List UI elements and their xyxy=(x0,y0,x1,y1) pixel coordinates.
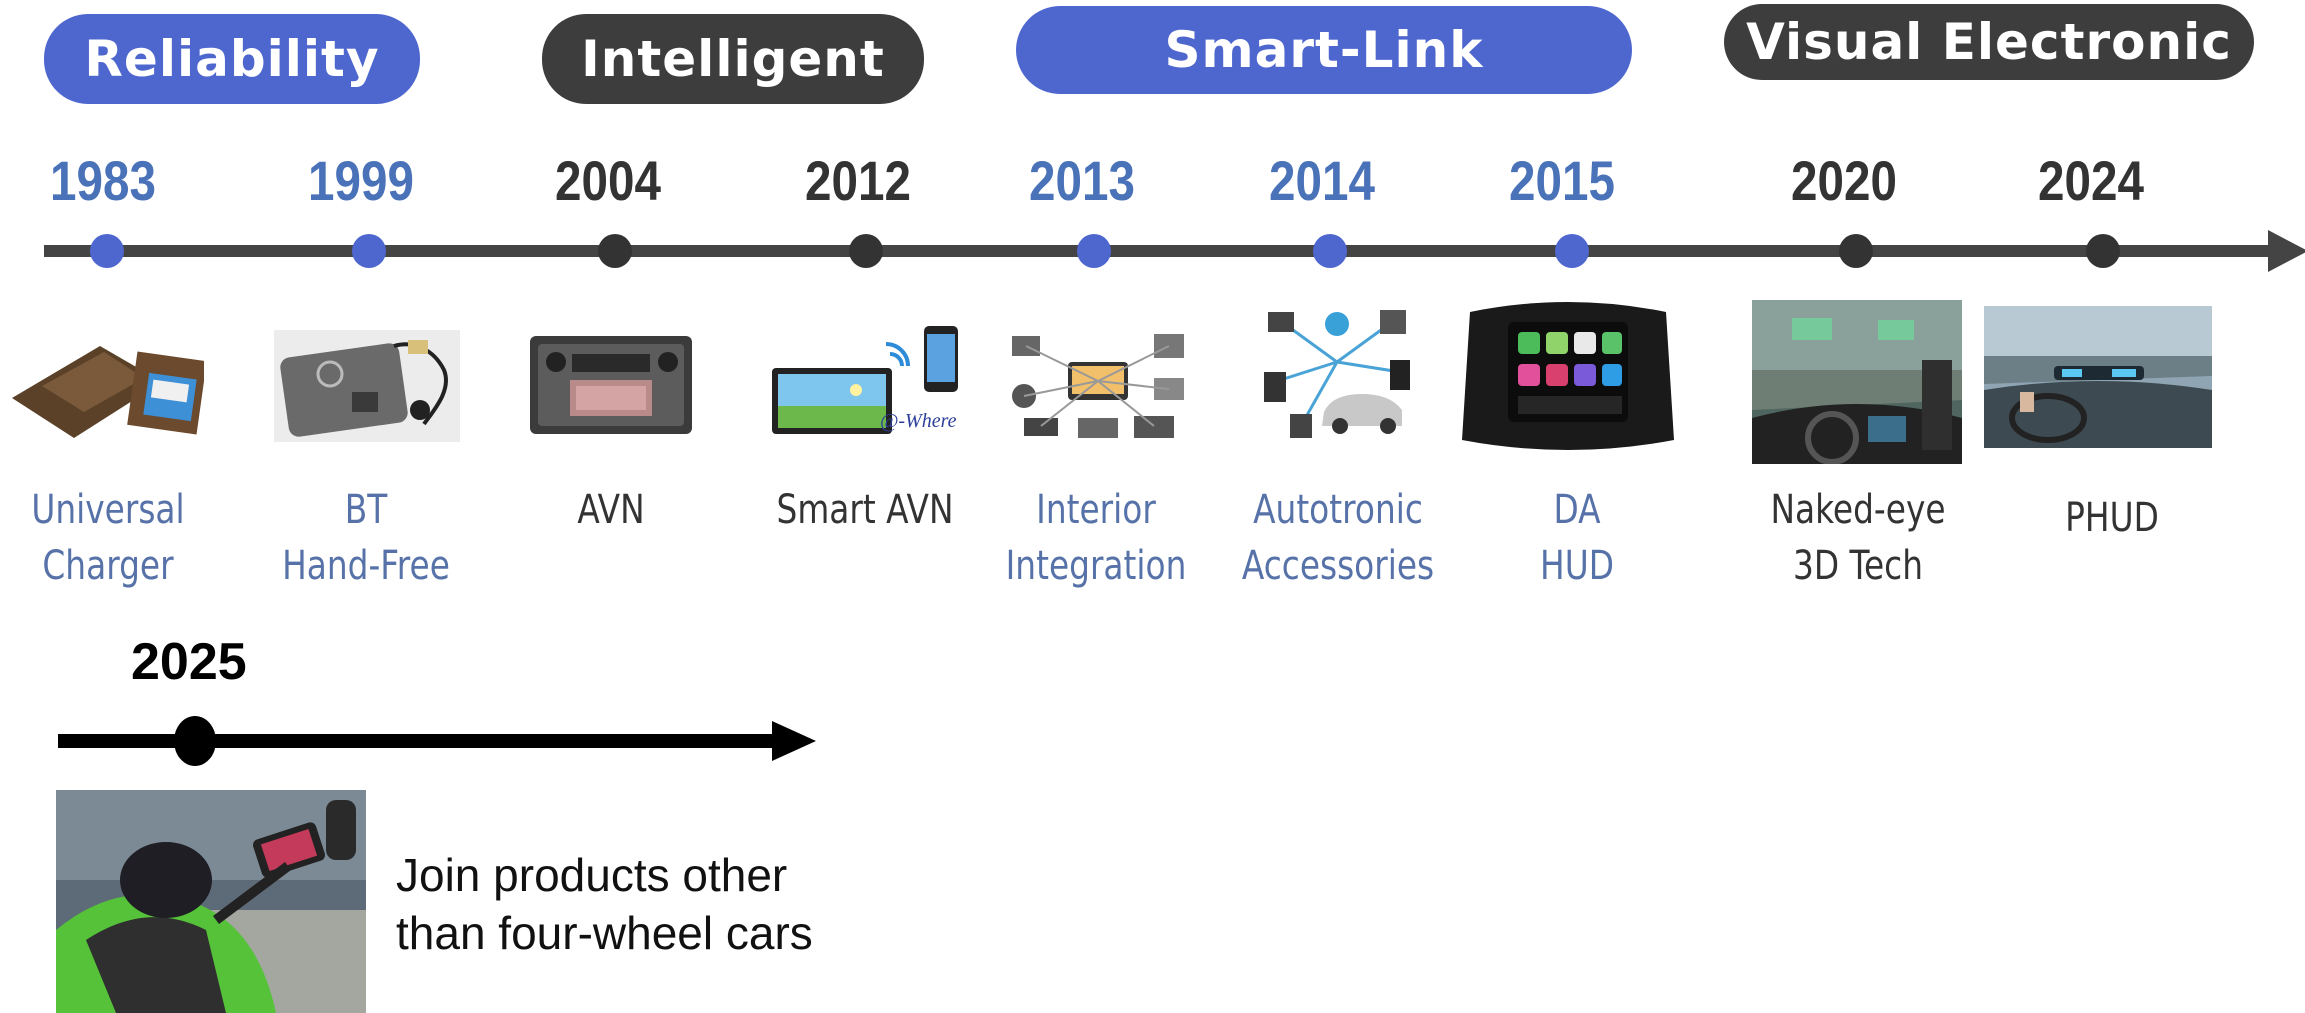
label-line: Naked-eye xyxy=(1770,487,1946,533)
milestone-year: 1999 xyxy=(308,149,414,212)
era-label: Reliability xyxy=(84,30,380,88)
extension-description: Join products other than four-wheel cars xyxy=(396,846,813,962)
bt-handsfree-kit-image xyxy=(274,330,460,442)
extension-arrow-head xyxy=(772,721,816,761)
label-line: HUD xyxy=(1540,543,1614,589)
milestone-label: Smart AVN xyxy=(777,482,954,538)
label-line: Hand-Free xyxy=(282,543,450,589)
milestone-year: 2004 xyxy=(555,149,661,212)
label-line: Autotronic xyxy=(1253,487,1423,533)
milestone-year: 2020 xyxy=(1791,149,1897,212)
label-line: Interior xyxy=(1036,487,1156,533)
label-line: BT xyxy=(344,487,388,533)
milestone-label: AVN xyxy=(577,482,644,538)
label-line: AVN xyxy=(577,487,645,533)
extension-year: 2025 xyxy=(131,633,247,691)
smart-avn-image: @-Where xyxy=(772,324,962,444)
label-line: Universal xyxy=(31,487,185,533)
milestone-dot xyxy=(1313,234,1347,268)
milestone-label: Interior Integration xyxy=(1006,482,1187,594)
milestone-label: BT Hand-Free xyxy=(282,482,450,594)
motorcycle-phone-mount-image xyxy=(56,790,366,1013)
era-label: Intelligent xyxy=(581,30,885,88)
naked-eye-3d-dashboard-image xyxy=(1752,300,1962,464)
da-hud-display-image xyxy=(1460,292,1676,460)
phud-cockpit-image xyxy=(1984,306,2212,448)
label-line: DA xyxy=(1553,487,1601,533)
smart-avn-image-caption: @-Where xyxy=(880,410,957,432)
extension-axis xyxy=(58,734,778,748)
era-label: Visual Electronic xyxy=(1746,13,2232,71)
milestone-year: 2014 xyxy=(1269,149,1375,212)
milestone-dot xyxy=(1077,234,1111,268)
milestone-year: 2013 xyxy=(1029,149,1135,212)
label-line: Integration xyxy=(1005,543,1187,589)
label-line: Smart AVN xyxy=(776,487,954,533)
era-reliability: Reliability xyxy=(44,14,420,104)
milestone-dot xyxy=(90,234,124,268)
milestone-year: 2024 xyxy=(2038,149,2144,212)
timeline-arrow-head xyxy=(2268,230,2305,272)
milestone-label: Universal Charger xyxy=(31,482,184,594)
universal-charger-image xyxy=(12,326,204,442)
milestone-dot xyxy=(598,234,632,268)
milestone-year: 2012 xyxy=(805,149,911,212)
avn-head-unit-image xyxy=(526,328,696,440)
milestone-year: 1983 xyxy=(50,149,156,212)
milestone-dot xyxy=(1839,234,1873,268)
era-intelligent: Intelligent xyxy=(542,14,924,104)
milestone-dot xyxy=(352,234,386,268)
milestone-dot xyxy=(1555,234,1589,268)
milestone-dot xyxy=(2086,234,2120,268)
label-line: PHUD xyxy=(2065,495,2159,541)
milestone-dot xyxy=(849,234,883,268)
label-line: Accessories xyxy=(1241,543,1435,589)
era-label: Smart-Link xyxy=(1164,21,1484,79)
milestone-label: Autotronic Accessories xyxy=(1242,482,1434,594)
autotronic-accessories-image xyxy=(1262,302,1412,442)
milestone-label: DA HUD xyxy=(1540,482,1614,594)
milestone-year: 2015 xyxy=(1509,149,1615,212)
milestone-label: Naked-eye 3D Tech xyxy=(1770,482,1945,594)
milestone-label: PHUD xyxy=(2065,490,2159,546)
description-line: than four-wheel cars xyxy=(396,907,813,959)
label-line: Charger xyxy=(42,543,174,589)
interior-integration-image xyxy=(1004,326,1190,442)
description-line: Join products other xyxy=(396,849,788,901)
extension-dot xyxy=(174,716,216,766)
era-smart-link: Smart-Link xyxy=(1016,6,1632,94)
era-visual-electronic: Visual Electronic xyxy=(1724,4,2254,80)
label-line: 3D Tech xyxy=(1792,543,1924,589)
